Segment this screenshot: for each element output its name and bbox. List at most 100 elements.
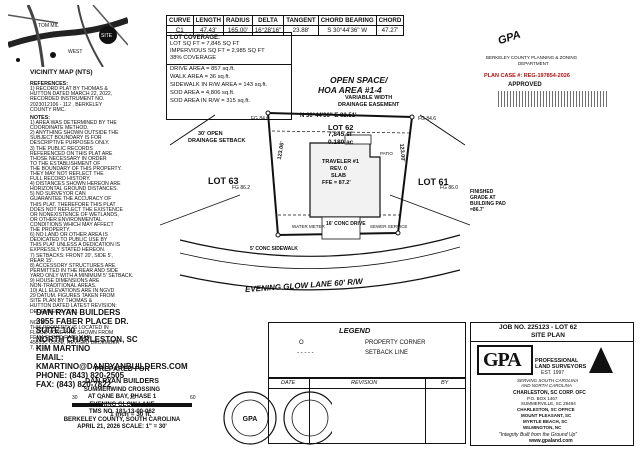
patio [344,134,372,145]
prepared-for-lines: DAN RYAN BUILDERS SUMMERWIND CROSSING AT… [22,378,222,432]
reference-line: 2023012106 - 112 , BERKELEY [30,101,103,108]
prepared-line: SUMMERWIND CROSSING [83,386,161,393]
note-line: THOSE NECESSARY IN ORDER [30,155,107,162]
revision-header: REVISION [351,380,378,386]
note-line: THE BOUNDARY OF THIS PROPERTY. [30,165,122,172]
note-line: THEY MAY NOT REFLECT THE [30,171,104,177]
legend-title: LEGEND [339,326,371,335]
curb-line [179,234,461,257]
scale-bar: 30 0 30 60 1 inch = 30 ft. [72,396,212,426]
plan-case: PLAN CASE #: REG-197854-2026 [484,73,570,79]
sewer-label: SEWER SERVICE [370,224,408,229]
county-line: BERKELEY COUNTY PLANNING & ZONING [486,55,578,60]
job-number: JOB NO. 225123 - LOT 62 [499,324,578,331]
legend-symbol: - - - - - [297,350,314,356]
note-line: 1) AREA WAS DETERMINED BY THE [30,120,117,127]
builder-email[interactable]: KMARTINO@DANRYANBUILDERS.COM [36,362,188,371]
lot-63-label: LOT 63 [208,176,239,186]
reference-line: 1) RECORD PLAT BY THOMAS & [30,86,108,93]
county-approval: GPA BERKELEY COUNTY PLANNING & ZONING DE… [478,29,628,118]
curve-cell: 23.88' [283,25,319,36]
setback-line [271,130,411,134]
builder-line: KIM MARTINO [36,344,91,353]
prepared-line: DAN RYAN BUILDERS [85,378,159,385]
seals: GPA [223,391,332,445]
curve-cell: 165.00' [223,25,253,36]
scale-tick: 60 [190,395,196,401]
prepared-line: BERKELEY COUNTY, SOUTH CAROLINA [63,416,181,423]
office-line: WILMINGTON, NC [523,425,562,430]
flood-note-line: 7, 2018. [30,345,49,352]
scale-tick: 0 [100,395,103,401]
lot-line [389,194,471,226]
firm-seal-inner [231,399,269,437]
scale-tick: 30 [72,395,78,401]
house-label: TRAVELER #1 [322,159,359,165]
property-corner [409,114,415,120]
firm-line: EST. 1997 [541,370,565,376]
approved-stamp: APPROVED [508,82,542,88]
vicinity-map-label: VICINITY MAP (NTS) [30,69,93,76]
note-line: YARD ONLY WITH A MINIMUM 5' SETBACK. [30,272,134,279]
note-line: 8) ACCESSORY STRUCTURES ARE [30,262,116,269]
note-line: FULL RECORD HISTORY. [30,176,91,183]
lot-61-label: LOT 61 [418,177,449,187]
sheet-title: SITE PLAN [531,332,565,339]
curve-header-radius: RADIUS [223,15,253,26]
scale-segment [102,403,132,407]
fg-label: FG 86.2 [232,185,251,191]
note-line: 7) SETBACKS: FRONT 20', SIDE 5', [30,252,113,259]
lot-coverage-line: LOT SQ FT = 7,845 SQ FT [170,41,240,47]
area-line: WALK AREA = 36 sq.ft. [170,74,231,81]
house-label: SLAB [331,173,346,179]
flood-note-line: FEMA FLOOD RATE MAP [30,334,90,341]
note-line: 10) ALL ELEVATIONS ARE IN NGVD [30,288,115,295]
flood-note-line: THIS PROPERTY IS LOCATED IN [30,324,109,331]
builder-line: DAN RYAN BUILDERS [36,308,121,317]
office-line: P.O. BOX 1467 [527,396,558,401]
note-line: GUARANTEE THE ACCURACY OF [30,196,112,203]
scale-segment [72,403,102,407]
lot-coverage-line: 38% COVERAGE [170,54,217,61]
lot-62-acres: 0.180 ac [328,139,354,146]
right-dimension: 123.00' [398,143,406,162]
note-line: SUBJECT BOUNDARY IS FOR [30,135,102,142]
curve-header-tangent: TANGENT [283,15,319,26]
note-line: PERMITTED IN THE REAR AND SIDE [30,267,119,274]
fg-label: FG 86.0 [440,185,459,191]
finish-grade: FINISHED [470,189,494,195]
flood-note-line: FLOOD ZONE X AS SHOWN FROM [30,329,114,336]
lot-coverage-line: IMPERVIOUS SQ FT = 2,985 SQ FT [170,47,265,54]
curve-table-header: CURVE LENGTH RADIUS DELTA TANGENT CHORD … [166,15,405,26]
tagline: "Integrity Built from the Ground Up" [499,432,578,438]
finish-grade: BUILDING PAD [470,201,506,207]
scale-segment [132,403,192,407]
prepared-line: APRIL 21, 2026 SCALE: 1" = 30' [77,424,167,430]
sidewalk-line [179,246,461,270]
note-line: NON-TRADITIONAL AREAS. [30,283,97,290]
vicinity-road-1: TOM MIL [38,23,59,29]
lot-line [419,114,466,146]
curve-header-length: LENGTH [192,15,225,26]
fg-label: FG 84.6 [418,116,437,122]
drainage-label: DRAINAGE EASEMENT [338,102,400,108]
office-line: CHARLESTON, SC OFFICE [517,407,575,412]
scale-tick: 30 [130,395,136,401]
firm-line: LAND SURVEYORS [535,364,587,370]
builder-fax: FAX: (843) 820-7822 [36,380,112,389]
area-line: SOD AREA = 4,806 sq.ft. [170,89,235,96]
curve-cell: 47.43' [192,25,225,36]
curve-header-chord: CHORD [375,15,405,26]
legend-label: SETBACK LINE [365,350,409,356]
title-block: JOB NO. 225123 - LOT 62 SITE PLAN GPA PR… [470,322,634,446]
builder-phone: PHONE: (843) 820-2505 [36,371,125,380]
firm-line: PROFESSIONAL [535,358,579,364]
website-link[interactable]: www.gpaland.com [529,438,573,444]
builder-line: NORTH CHARLESTON, SC [36,335,138,344]
open-space-label: HOA AREA #1-4 [318,85,382,95]
title-block-header: JOB NO. 225123 - LOT 62 SITE PLAN [471,323,633,342]
office-line: CHARLESTON, SC CORP. OFC [513,390,586,396]
